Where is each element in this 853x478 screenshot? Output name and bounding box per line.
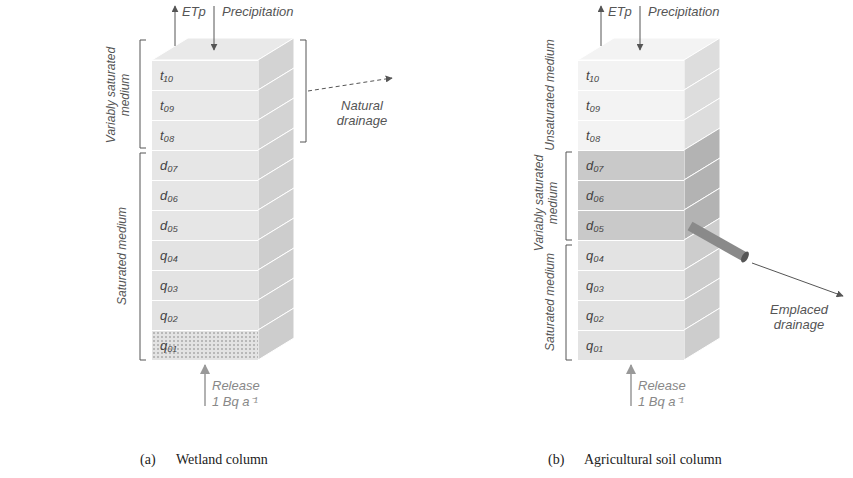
layer-label: t₀₈ bbox=[578, 121, 684, 150]
layer-label: t₀₉ bbox=[152, 91, 258, 120]
bracket bbox=[140, 153, 146, 360]
bracket bbox=[300, 40, 306, 142]
annotation-label: Precipitation bbox=[648, 4, 720, 19]
zone-label: Saturated medium bbox=[543, 237, 557, 367]
annotation-label: ETp bbox=[182, 4, 206, 19]
layer-label: q₀₄ bbox=[152, 241, 258, 270]
caption-text: Agricultural soil column bbox=[584, 452, 722, 468]
drain-pipe-end bbox=[739, 250, 750, 263]
layer-face bbox=[258, 308, 294, 360]
layer-label: d₀₆ bbox=[578, 181, 684, 210]
annotation-label: Emplaced drainage bbox=[758, 302, 840, 332]
release-arrow bbox=[204, 365, 206, 406]
soil-layer: t₁₀ bbox=[578, 60, 684, 90]
bracket bbox=[566, 152, 572, 240]
layer-label: d₀₅ bbox=[152, 211, 258, 240]
bracket bbox=[566, 245, 572, 360]
annotation-label: Natural drainage bbox=[324, 98, 400, 128]
soil-layer: d₀₅ bbox=[578, 210, 684, 240]
release-arrow bbox=[630, 365, 632, 406]
soil-layer: q₀₄ bbox=[578, 240, 684, 270]
soil-layer: d₀₇ bbox=[578, 150, 684, 180]
layer-label: q₀₃ bbox=[578, 271, 684, 300]
layer-label: d₀₆ bbox=[152, 181, 258, 210]
soil-layer: d₀₆ bbox=[152, 180, 258, 210]
annotation-label: 1 Bq a⁻¹ bbox=[638, 394, 684, 409]
soil-layer: q₀₂ bbox=[578, 300, 684, 330]
soil-layer: t₀₈ bbox=[152, 120, 258, 150]
soil-layer: q₀₁ bbox=[578, 330, 684, 360]
drainage-arrow bbox=[752, 263, 843, 296]
soil-layer: q₀₃ bbox=[152, 270, 258, 300]
soil-layer: t₁₀ bbox=[152, 60, 258, 90]
annotation-label: 1 Bq a⁻¹ bbox=[212, 394, 258, 409]
annotation-label: Precipitation bbox=[222, 4, 294, 19]
annotation-label: Release bbox=[638, 378, 686, 393]
layer-label: q₀₁ bbox=[578, 331, 684, 360]
bracket bbox=[140, 40, 146, 148]
caption-text: (b) bbox=[548, 452, 564, 468]
layer-label: q₀₁ bbox=[152, 331, 258, 360]
layer-label: t₀₉ bbox=[578, 91, 684, 120]
zone-label: Variably saturated medium bbox=[104, 40, 132, 150]
layer-label: t₁₀ bbox=[152, 61, 258, 90]
soil-layer: q₀₁ bbox=[152, 330, 258, 360]
annotation-label: ETp bbox=[608, 4, 632, 19]
drainage-arrow bbox=[308, 78, 392, 91]
layer-label: t₀₈ bbox=[152, 121, 258, 150]
soil-layer: d₀₅ bbox=[152, 210, 258, 240]
layer-label: q₀₃ bbox=[152, 271, 258, 300]
precipitation-arrow bbox=[214, 6, 215, 50]
zone-label: Saturated medium bbox=[115, 181, 129, 331]
drain-pipe bbox=[690, 226, 745, 257]
layer-label: t₁₀ bbox=[578, 61, 684, 90]
caption-text: (a) bbox=[140, 452, 156, 468]
soil-layer: t₀₈ bbox=[578, 120, 684, 150]
layer-label: d₀₇ bbox=[578, 151, 684, 180]
annotation-label: Release bbox=[212, 378, 260, 393]
soil-layer: q₀₂ bbox=[152, 300, 258, 330]
precipitation-arrow bbox=[640, 6, 641, 50]
zone-label: Variably saturated medium bbox=[532, 153, 560, 253]
soil-layer: d₀₆ bbox=[578, 180, 684, 210]
layer-label: q₀₂ bbox=[578, 301, 684, 330]
soil-layer: t₀₉ bbox=[578, 90, 684, 120]
layer-label: d₀₇ bbox=[152, 151, 258, 180]
etp-arrow bbox=[175, 6, 176, 46]
caption-text: Wetland column bbox=[176, 452, 268, 468]
layer-label: q₀₄ bbox=[578, 241, 684, 270]
layer-label: q₀₂ bbox=[152, 301, 258, 330]
soil-layer: q₀₃ bbox=[578, 270, 684, 300]
soil-layer: d₀₇ bbox=[152, 150, 258, 180]
zone-label: Unsaturated medium bbox=[543, 30, 557, 160]
layer-label: d₀₅ bbox=[578, 211, 684, 240]
etp-arrow bbox=[601, 6, 602, 46]
soil-layer: q₀₄ bbox=[152, 240, 258, 270]
layer-face bbox=[684, 308, 720, 360]
soil-layer: t₀₉ bbox=[152, 90, 258, 120]
